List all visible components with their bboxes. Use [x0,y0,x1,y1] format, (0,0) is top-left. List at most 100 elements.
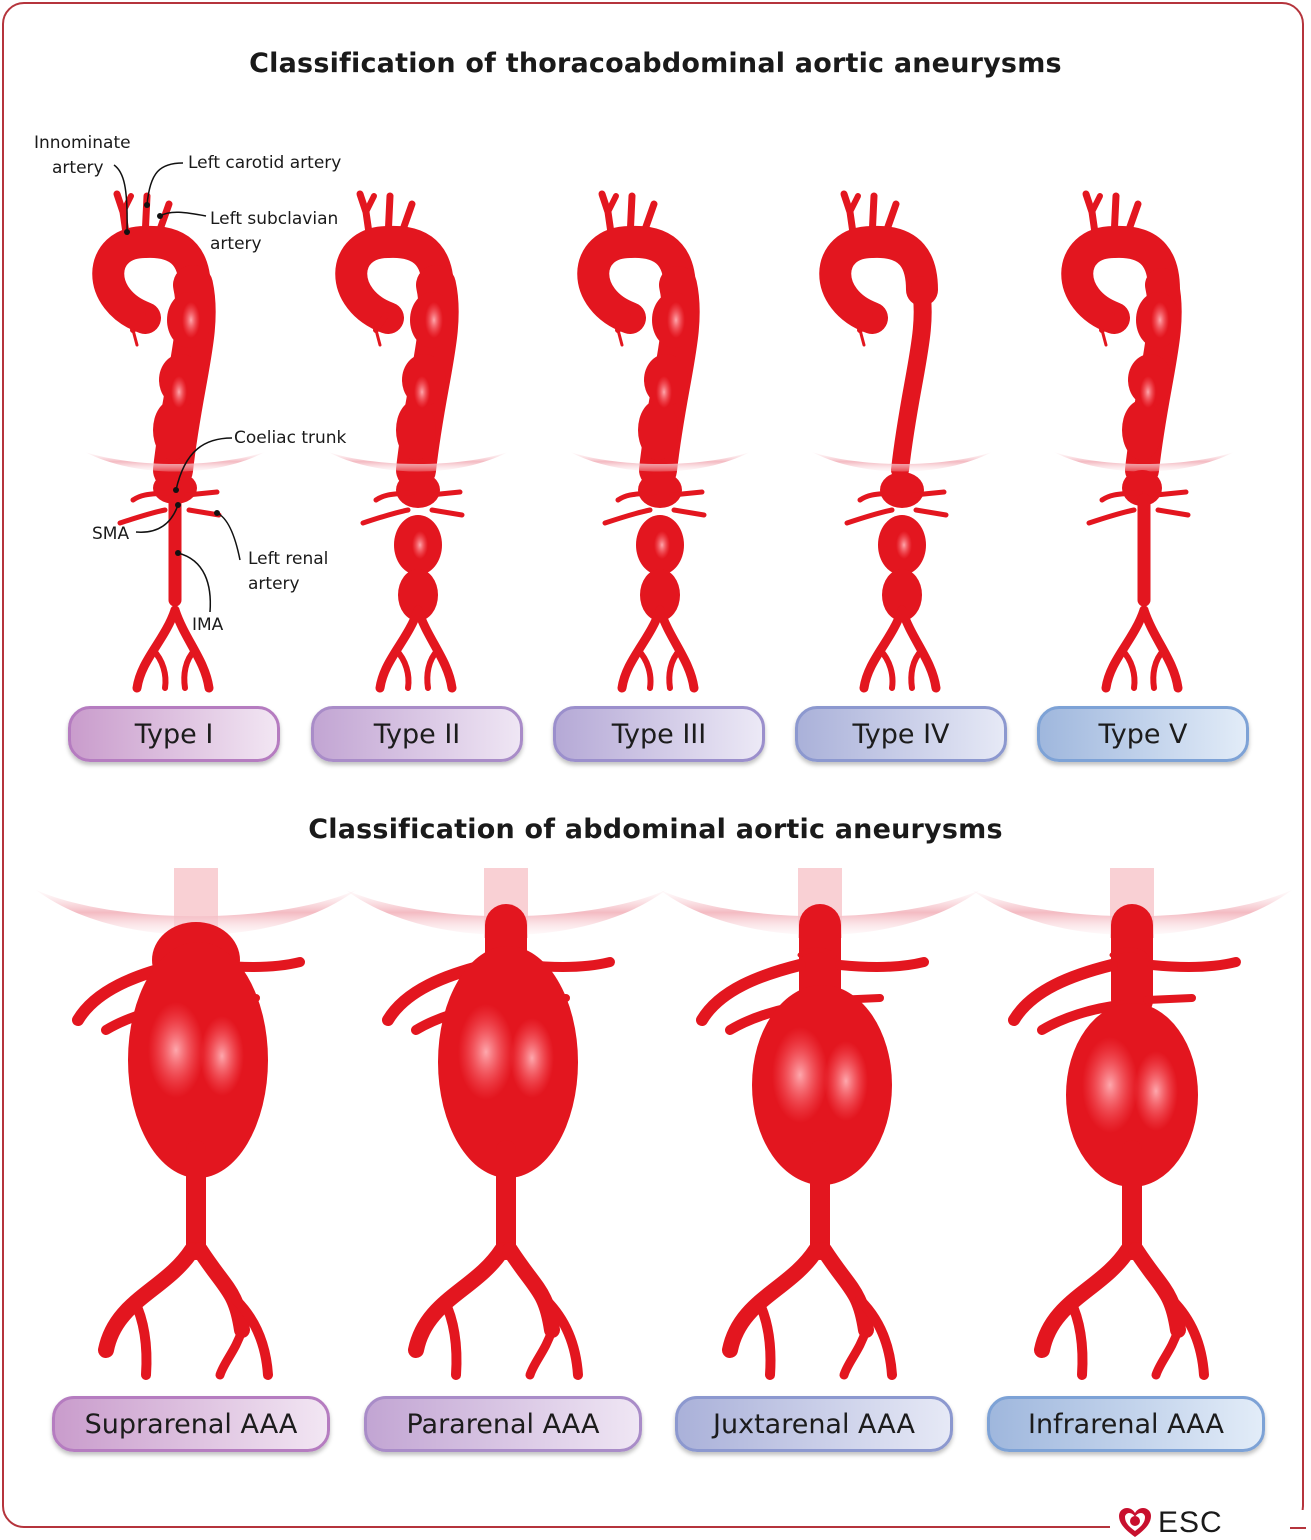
esc-logo: ESC [1118,1506,1223,1540]
label-left-subclavian-2: artery [210,233,262,255]
pill-pararenal: Pararenal AAA [364,1396,642,1452]
iliac-right [824,1250,866,1330]
frame-end-line [1290,1527,1306,1529]
coronary-artery [1102,330,1106,345]
highlight [824,1041,868,1121]
renal-left [847,510,892,523]
aorta-type-3 [570,194,750,688]
aorta-type-2 [328,194,508,688]
sma-branch [432,510,462,515]
highlight [656,376,672,408]
highlight [1134,1051,1178,1131]
iliac-branch-left [638,650,651,688]
pill-suprarenal: Suprarenal AAA [52,1396,330,1452]
aorta-type-4 [812,194,992,688]
highlight [414,376,430,408]
bulge [153,400,193,460]
pill-infrarenal: Infrarenal AAA [987,1396,1265,1452]
pill-juxtarenal: Juxtarenal AAA [675,1396,953,1452]
branch-lower-right [1147,998,1192,1000]
renal-right [1152,962,1236,967]
iliac-branch-left [153,650,166,688]
external-iliac-right [530,1330,552,1375]
highlight [182,302,200,338]
pill-type-4: Type IV [795,706,1007,762]
internal-iliac-left [758,1300,771,1375]
aneurysm-segment [638,472,682,508]
highlight [510,1018,554,1098]
label-coeliac-trunk: Coeliac trunk [234,427,346,449]
highlight [1140,376,1156,408]
internal-iliac-left [134,1300,147,1375]
renal-left [605,510,650,523]
label-innominate: Innominate [34,132,131,154]
bulge [1122,400,1162,460]
iliac-branch-right [669,650,680,688]
iliac-branch-right [911,650,922,688]
innominate-fork [366,196,374,212]
highlight [896,531,912,559]
abdominal-aorta-2 [346,868,666,1375]
iliac-right [510,1250,552,1330]
highlight [1151,302,1169,338]
descending-aorta [900,285,923,470]
highlight [200,1016,244,1096]
iliac-branch-right [1153,650,1164,688]
renal-right [187,492,217,495]
iliac-branch-left [1122,650,1135,688]
label-innominate-2: artery [52,157,104,179]
iliac-right [200,1250,242,1330]
label-sma: SMA [92,523,129,545]
pill-type-3: Type III [553,706,765,762]
iliac-branch-right [184,650,195,688]
heart-icon [1118,1507,1152,1539]
label-left-subclavian: Left subclavian [210,208,338,230]
innominate-fork [1092,196,1100,212]
bulge [396,400,436,460]
external-iliac-right [220,1330,242,1375]
coronary-artery [376,330,380,345]
renal-right [840,962,924,967]
abdominal-aorta-1 [36,868,356,1375]
logo-text: ESC [1158,1506,1223,1540]
highlight [412,531,428,559]
label-left-renal-2: artery [248,573,300,595]
pill-type-1: Type I [68,706,280,762]
highlight [1082,1037,1138,1133]
coronary-artery [133,330,137,345]
label-left-carotid: Left carotid artery [188,152,341,174]
aorta-type-5 [1054,194,1234,688]
bulge [638,400,678,460]
sma-branch [1158,510,1188,515]
pill-type-2: Type II [311,706,523,762]
iliac-branch-right [427,650,438,688]
label-ima: IMA [192,614,223,636]
renal-right [914,492,944,495]
highlight [772,1027,828,1123]
abdominal-aorta-3 [660,868,980,1375]
coronary-artery [860,330,864,345]
iliac-branch-left [396,650,409,688]
highlight [171,376,187,408]
innominate-fork [850,196,858,212]
renal-left [1089,510,1134,523]
renal-right [430,492,460,495]
renal-left [120,510,165,523]
external-iliac-right [1156,1330,1178,1375]
aortic-arch [835,242,922,318]
internal-iliac-left [1070,1300,1083,1375]
highlight [654,531,670,559]
iliac-branch-left [880,650,893,688]
aneurysm-segment [396,472,440,508]
label-left-renal: Left renal [248,548,328,570]
iliac-right [1136,1250,1178,1330]
sma-branch [674,510,704,515]
renal-right [672,492,702,495]
abdominal-aorta-4 [972,868,1292,1375]
highlight [667,302,685,338]
highlight [458,1004,514,1100]
external-iliac-right [844,1330,866,1375]
internal-iliac-left [444,1300,457,1375]
coronary-artery [618,330,622,345]
